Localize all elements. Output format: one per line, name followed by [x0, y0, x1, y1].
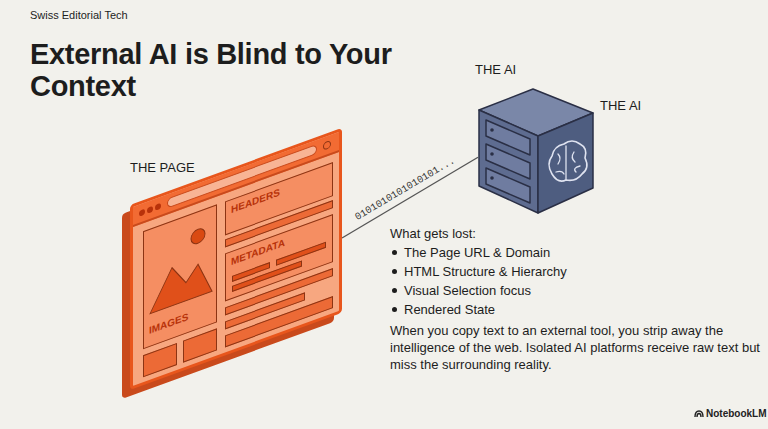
bullet-dot [392, 250, 397, 255]
list-heading: What gets lost: [390, 226, 476, 241]
panel-label: IMAGES [149, 311, 188, 336]
page-window: THE PAGEHEADERSMETADATAIMAGES [124, 120, 354, 400]
slot-light [490, 152, 494, 156]
panel-label: HEADERS [231, 186, 280, 215]
slot-light [490, 176, 494, 180]
cube-shape [478, 88, 594, 214]
brain-fold [556, 146, 580, 180]
watermark: NotebookLM [694, 408, 767, 419]
bullet-item: The Page URL & Domain [390, 244, 550, 261]
content-block [143, 343, 177, 377]
node-label: THE AI [475, 62, 516, 77]
slot-light [490, 128, 494, 132]
body-paragraph: When you copy text to an external tool, … [390, 322, 762, 373]
watermark-icon-shape [695, 411, 703, 417]
bullet-item: Visual Selection focus [390, 282, 531, 299]
server-slot [486, 168, 530, 203]
brand-label: Swiss Editorial Tech [30, 9, 128, 21]
image-panel: IMAGES [143, 204, 217, 349]
bullet-dot [392, 307, 397, 312]
brain-outline [549, 141, 587, 181]
ai-server-cube: THE AITHE AI [478, 88, 594, 214]
bullet-dot [392, 269, 397, 274]
cube-left [479, 110, 538, 213]
bullet-text: Rendered State [404, 302, 495, 317]
sun-shape [191, 227, 205, 246]
binary-stream-label: 0101010101010101... [353, 155, 457, 223]
bullet-text: HTML Structure & Hierarchy [404, 264, 567, 279]
title: External AI is Blind to Your Context [30, 38, 500, 103]
node-label: THE AI [600, 98, 641, 113]
bullet-text: Visual Selection focus [404, 283, 531, 298]
page-label: THE PAGE [130, 160, 195, 175]
bullet-text: The Page URL & Domain [404, 245, 550, 260]
mountain-shape [150, 253, 212, 314]
bullet-item: Rendered State [390, 301, 495, 318]
watermark-icon [694, 409, 704, 418]
bullet-item: HTML Structure & Hierarchy [390, 263, 567, 280]
cube-right [538, 113, 593, 213]
bullet-dot [392, 288, 397, 293]
watermark-text: NotebookLM [706, 408, 767, 419]
content-block [183, 328, 217, 362]
data-connector [342, 157, 478, 238]
